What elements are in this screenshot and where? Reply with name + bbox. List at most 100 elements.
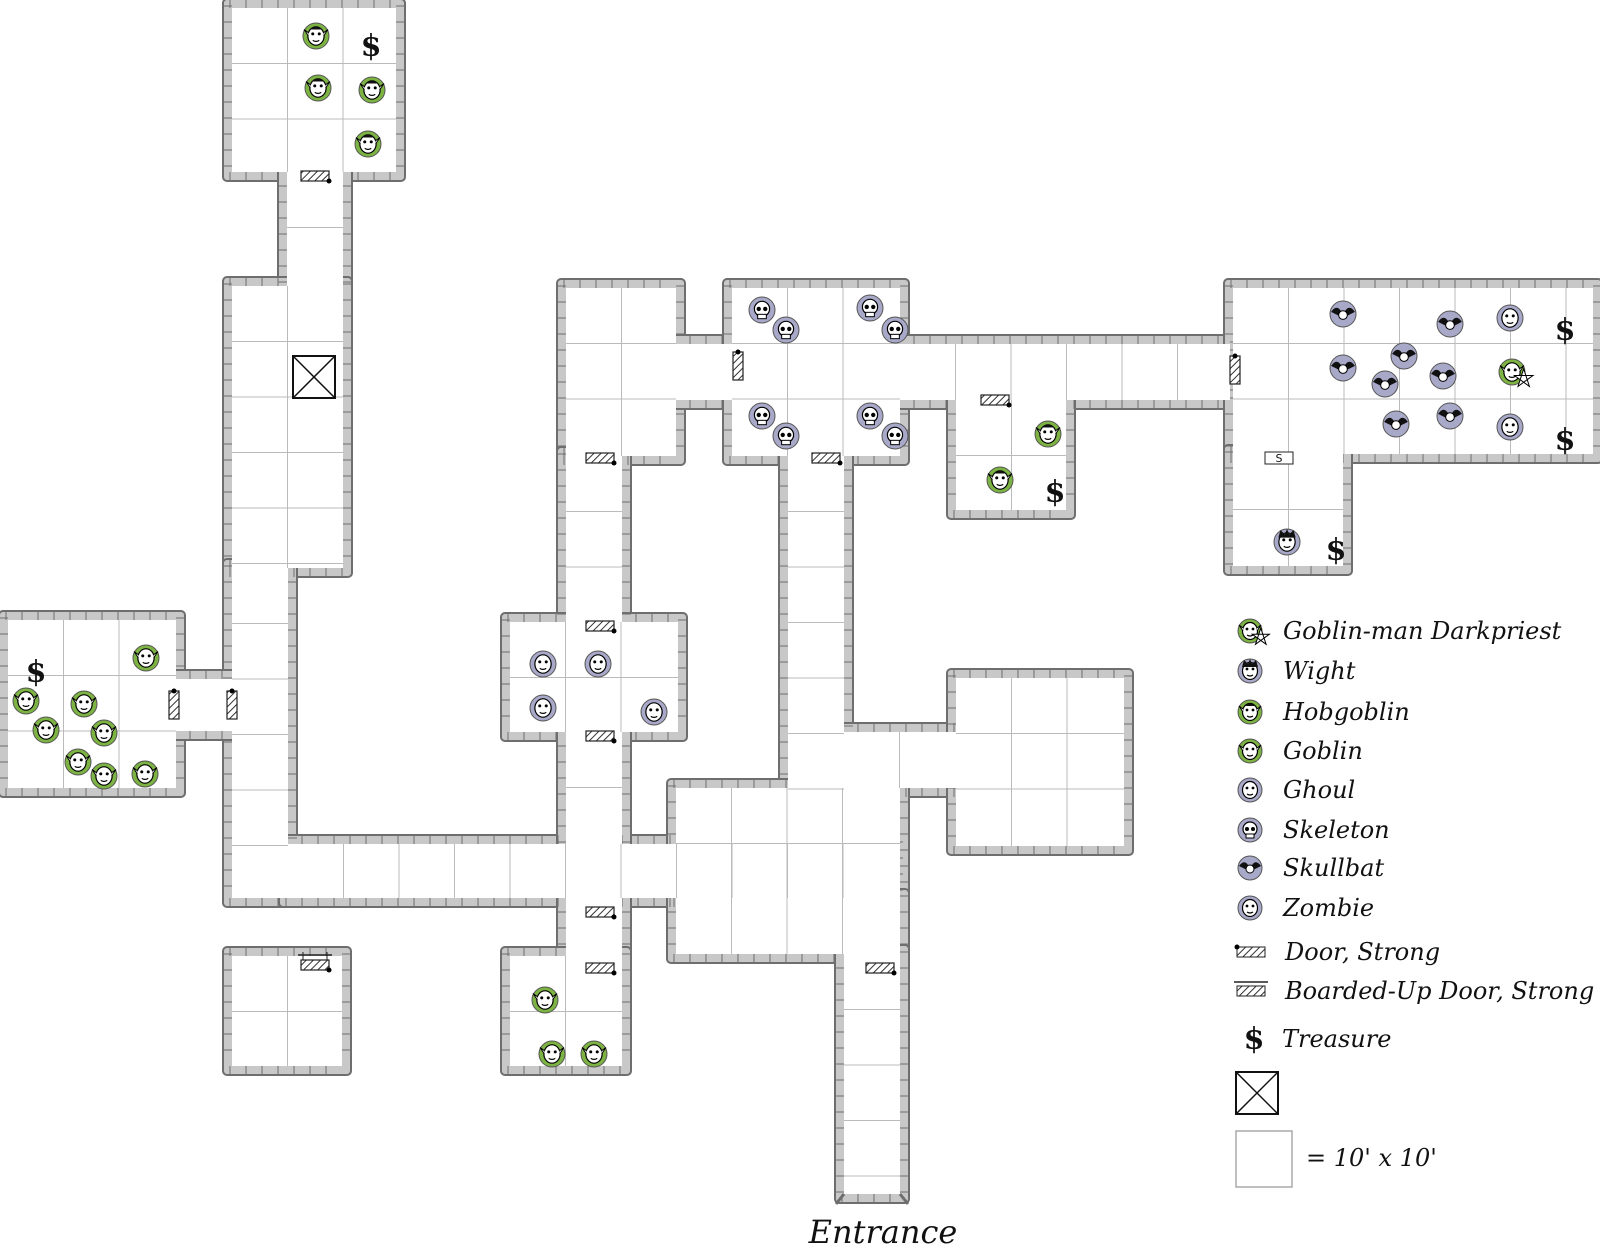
skull-icon bbox=[772, 422, 800, 450]
boarded-door-icon bbox=[1234, 981, 1268, 997]
door-icon bbox=[865, 962, 897, 976]
ghoul-face-icon bbox=[529, 650, 557, 678]
goblin-face-icon bbox=[64, 748, 92, 776]
hobgoblin-face-icon bbox=[354, 130, 382, 158]
legend-hobgoblin-label: Hobgoblin bbox=[1282, 698, 1410, 726]
floor-area bbox=[788, 456, 844, 844]
legend-skeleton-label: Skeleton bbox=[1283, 816, 1390, 844]
floor-area bbox=[676, 344, 732, 400]
skull-icon bbox=[881, 316, 909, 344]
hobgoblin-face-icon bbox=[1034, 420, 1062, 448]
map-legend: Goblin-man DarkpriestWightHobgoblinGobli… bbox=[1234, 617, 1594, 1188]
floor-area bbox=[566, 456, 622, 622]
treasure-icon: $ bbox=[1045, 475, 1066, 510]
legend-scale-label: = 10' x 10' bbox=[1306, 1144, 1437, 1172]
floor-area bbox=[956, 678, 1124, 846]
goblin-face-icon bbox=[70, 690, 98, 718]
ghoul-face-icon bbox=[584, 650, 612, 678]
legend-boarded-door-label: Boarded-Up Door, Strong bbox=[1284, 977, 1594, 1005]
door-icon bbox=[732, 349, 744, 381]
map-features: S $ $ $ $ $ $ bbox=[26, 29, 1576, 1205]
monster-tokens bbox=[12, 22, 1535, 1068]
door-icon bbox=[585, 962, 617, 976]
goblin-face-icon bbox=[12, 687, 40, 715]
skull-icon bbox=[772, 316, 800, 344]
trap-x-icon bbox=[292, 355, 336, 399]
treasure-icon: $ bbox=[1555, 423, 1576, 458]
skull-icon bbox=[856, 402, 884, 430]
hobgoblin-face-icon bbox=[1237, 699, 1263, 725]
goblin-face-icon bbox=[90, 762, 118, 790]
zombie-face-icon bbox=[1237, 895, 1263, 921]
door-icon bbox=[585, 730, 617, 744]
treasure-icon: $ bbox=[1555, 313, 1576, 348]
skullbat-icon bbox=[1237, 855, 1263, 881]
skullbat-icon bbox=[1436, 402, 1464, 430]
skullbat-icon bbox=[1329, 300, 1357, 328]
treasure-icon: $ bbox=[361, 29, 382, 64]
zombie-face-icon bbox=[1496, 413, 1524, 441]
hobgoblin-face-icon bbox=[302, 22, 330, 50]
goblin-face-icon bbox=[580, 1040, 608, 1068]
hobgoblin-face-icon bbox=[304, 74, 332, 102]
legend-ghoul-label: Ghoul bbox=[1283, 776, 1355, 804]
skull-icon bbox=[856, 294, 884, 322]
floor-grid bbox=[8, 8, 1593, 1177]
trap-x-icon bbox=[1235, 1071, 1279, 1115]
floor-area bbox=[844, 954, 900, 1194]
floor-area bbox=[287, 172, 343, 286]
skullbat-icon bbox=[1382, 410, 1410, 438]
floor-area bbox=[232, 568, 288, 898]
door-icon bbox=[585, 906, 617, 920]
floor-area bbox=[676, 898, 900, 954]
boarded-door-icon bbox=[298, 952, 332, 973]
secret-door-label: S bbox=[1276, 452, 1283, 465]
door-icon bbox=[226, 688, 238, 720]
grid-square-icon bbox=[1235, 1130, 1293, 1188]
goblin-face-icon bbox=[1498, 358, 1535, 388]
goblin-face-icon bbox=[1237, 618, 1271, 646]
secret-door: S bbox=[1264, 451, 1294, 465]
door-icon bbox=[1234, 944, 1266, 958]
wight-face-icon bbox=[1237, 658, 1263, 684]
treasure-icon: $ bbox=[1326, 533, 1347, 568]
floor-area bbox=[176, 679, 232, 731]
skullbat-icon bbox=[1371, 370, 1399, 398]
skullbat-icon bbox=[1429, 362, 1457, 390]
legend-skullbat-label: Skullbat bbox=[1283, 854, 1384, 882]
skull-icon bbox=[748, 402, 776, 430]
legend-darkpriest-label: Goblin-man Darkpriest bbox=[1283, 617, 1562, 645]
legend-door-label: Door, Strong bbox=[1284, 938, 1440, 966]
ghoul-face-icon bbox=[1237, 777, 1263, 803]
skull-icon bbox=[881, 422, 909, 450]
entrance-label: Entrance bbox=[808, 1213, 958, 1251]
zombie-face-icon bbox=[1496, 304, 1524, 332]
goblin-face-icon bbox=[90, 719, 118, 747]
skullbat-icon bbox=[1390, 342, 1418, 370]
door-icon bbox=[168, 688, 180, 720]
floor-area bbox=[900, 344, 1230, 400]
skull-icon bbox=[1237, 817, 1263, 843]
treasure-icon: $ bbox=[1244, 1022, 1265, 1057]
legend-zombie-label: Zombie bbox=[1282, 894, 1374, 922]
door-icon bbox=[585, 452, 617, 466]
door-icon bbox=[300, 170, 332, 184]
goblin-face-icon bbox=[1237, 738, 1263, 764]
goblin-face-icon bbox=[531, 986, 559, 1014]
hobgoblin-face-icon bbox=[358, 76, 386, 104]
entrance-mouth bbox=[834, 1193, 910, 1205]
door-icon bbox=[980, 394, 1012, 408]
hobgoblin-face-icon bbox=[986, 466, 1014, 494]
skullbat-icon bbox=[1329, 354, 1357, 382]
treasure-icon: $ bbox=[26, 655, 47, 690]
skull-icon bbox=[748, 296, 776, 324]
goblin-face-icon bbox=[32, 716, 60, 744]
ghoul-face-icon bbox=[640, 698, 668, 726]
legend-wight-label: Wight bbox=[1283, 657, 1356, 685]
door-icon bbox=[585, 620, 617, 634]
goblin-face-icon bbox=[131, 760, 159, 788]
wight-face-icon bbox=[1273, 528, 1301, 556]
ghoul-face-icon bbox=[529, 694, 557, 722]
skullbat-icon bbox=[1436, 310, 1464, 338]
